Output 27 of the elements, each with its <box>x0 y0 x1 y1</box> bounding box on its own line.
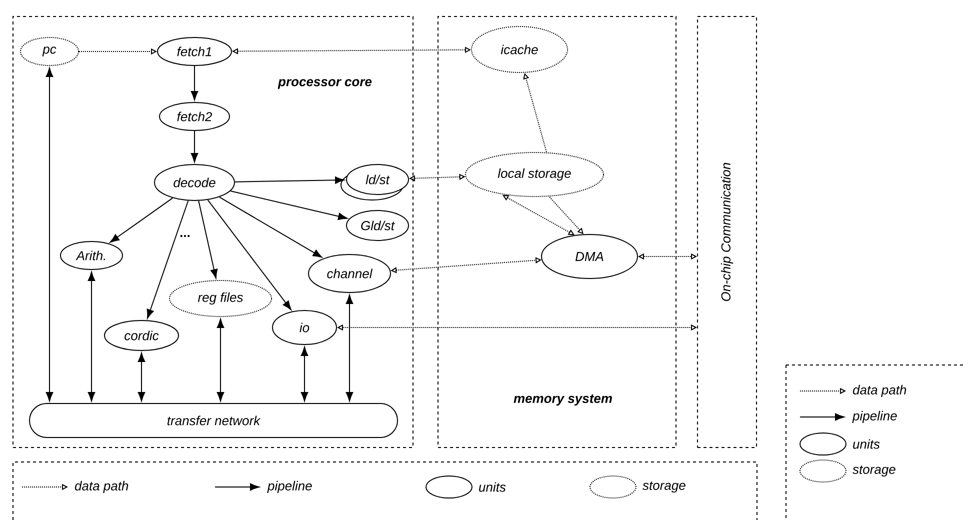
pipeline-arrow <box>190 66 198 100</box>
legend-text: pipeline <box>852 410 897 424</box>
pipeline-arrow <box>234 176 344 184</box>
pipeline-arrow <box>146 200 189 319</box>
pipeline-arrow <box>216 318 224 402</box>
pipeline-arrow <box>218 196 322 258</box>
network-bar: transfer network <box>29 403 398 438</box>
pipeline-arrow <box>110 198 174 243</box>
pipeline-arrow <box>88 272 96 402</box>
legend-text: units <box>479 482 506 492</box>
legend-text: storage <box>852 465 896 477</box>
legend-text: units <box>853 439 880 449</box>
pipeline-arrow <box>346 294 354 402</box>
ellipsis-text: ... <box>180 235 190 237</box>
legend-text: data path <box>852 384 906 398</box>
pipeline-arrow <box>300 346 308 402</box>
pipeline-arrow <box>198 200 218 278</box>
data-path-arrow <box>502 195 574 236</box>
pipeline-arrow <box>190 130 198 162</box>
legend-text: pipeline <box>267 480 312 494</box>
pipeline-arrow <box>138 352 146 402</box>
legend-text: data path <box>74 480 128 494</box>
pipeline-arrow <box>230 190 348 220</box>
pipeline-arrow <box>207 199 292 310</box>
pipeline-arrow <box>46 68 54 402</box>
legend-text: storage <box>642 481 686 493</box>
communication-frame: On-chip Communication <box>697 16 757 448</box>
